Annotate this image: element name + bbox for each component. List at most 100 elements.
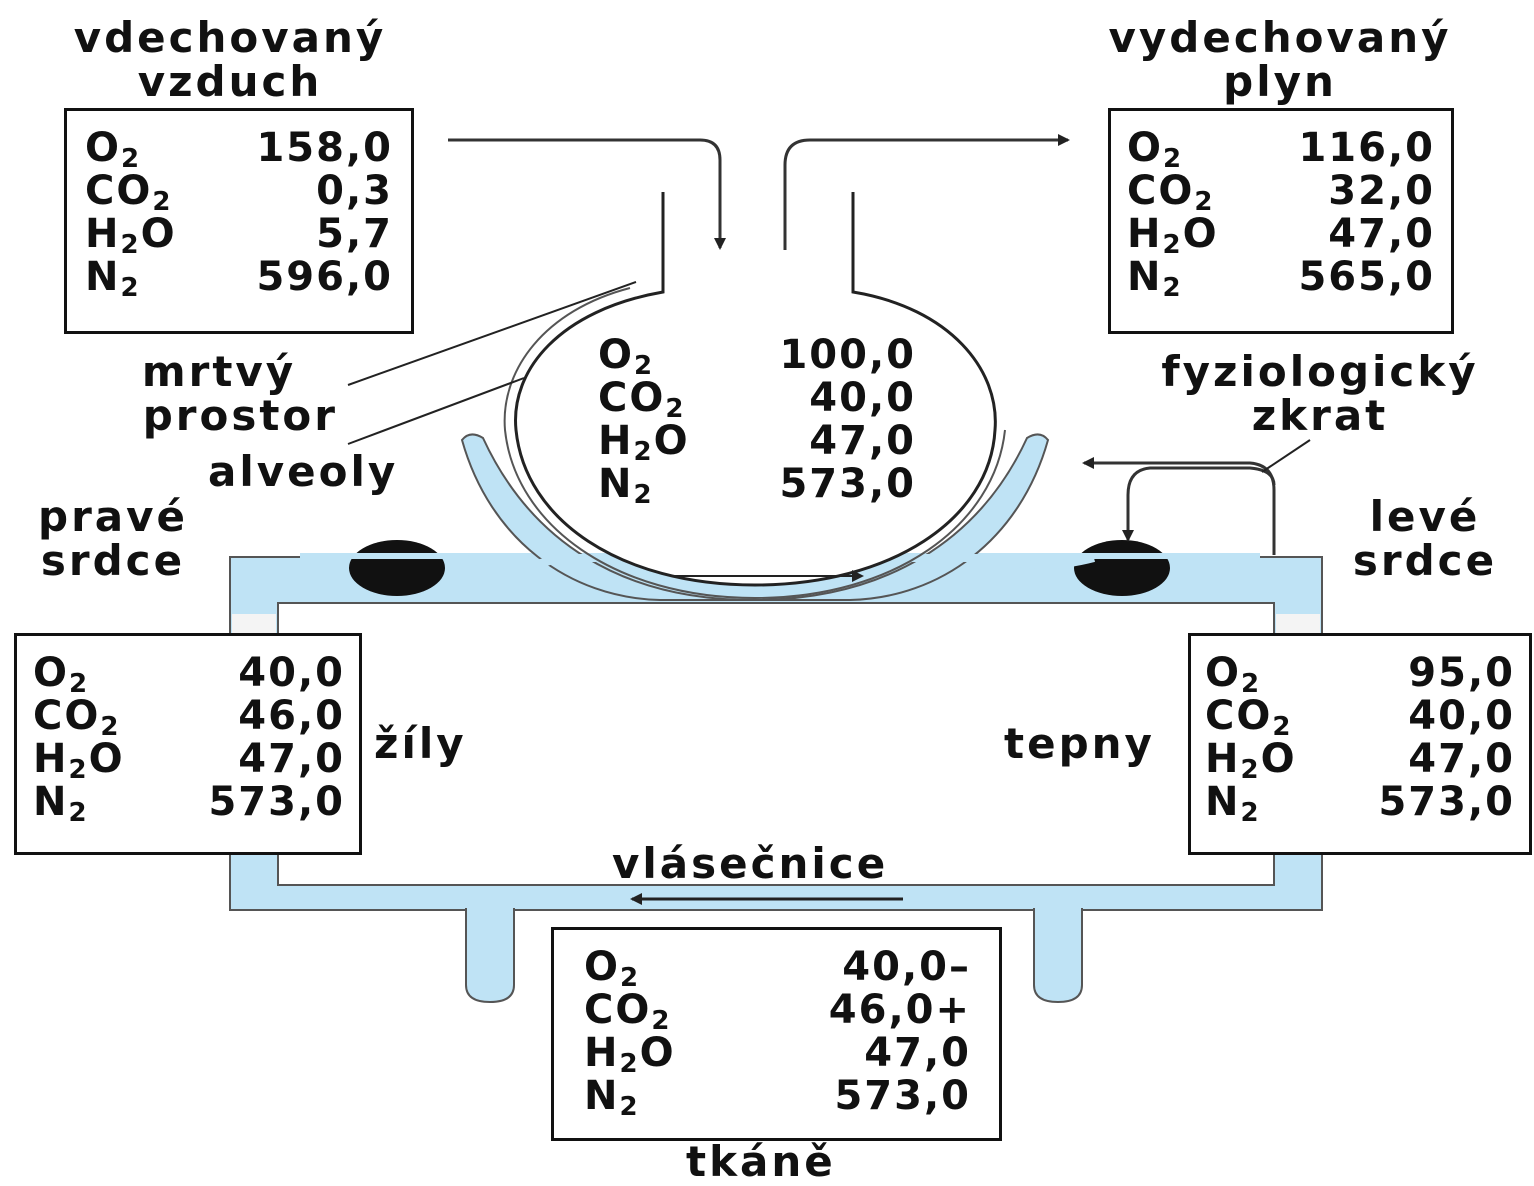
arteries-label: tepny [1004,719,1155,768]
gas-name: CO2 [1205,693,1293,743]
gas-value: 116,0 [1298,125,1435,171]
gas-value: 573,0 [1378,779,1515,825]
shunt-label-line2: zkrat [1251,391,1389,440]
dead-space-label-line1: mrtvý [141,347,297,396]
gas-row: N2 573,0 [598,461,916,511]
gas-value: 47,0 [864,1030,971,1076]
gas-name: H2O [1205,736,1297,786]
left-heart-label-line1: levé [1369,492,1481,541]
gas-value: 47,0 [809,418,916,464]
gas-name: N2 [1205,779,1261,829]
gas-value: 47,0 [1408,736,1515,782]
gas-row: H2O 5,7 [85,211,393,261]
gas-value: 40,0 [1408,693,1515,739]
gas-name: H2O [584,1030,676,1080]
gas-row: O2 158,0 [85,125,393,175]
shunt-branch [1122,466,1276,542]
gas-row: O2 100,0 [598,332,916,382]
gas-name: CO2 [598,375,686,425]
gas-value: 573,0 [779,461,916,507]
gas-row: O2 40,0 [33,650,345,700]
shunt-label-line1: fyziologický [1161,347,1479,396]
gas-row: N2 573,0 [1205,779,1515,829]
left-heart-label: levé srdce [1330,495,1520,583]
alveoli-label: alveoly [208,447,399,496]
gas-value: 40,0 [238,650,345,696]
gas-value: 95,0 [1408,650,1515,696]
inspiration-arrow [448,138,726,250]
capillaries-label: vlásečnice [612,839,889,888]
gas-row: O2 95,0 [1205,650,1515,700]
tissue-branch-right [1033,908,1083,1004]
left-heart-valve [1074,540,1170,596]
tissue-branch-left [465,908,515,1004]
gas-name: H2O [85,211,177,261]
gas-name: N2 [33,779,89,829]
gas-name: O2 [598,332,655,382]
gas-value: 573,0 [834,1073,971,1119]
gas-name: H2O [1127,211,1219,261]
gas-value: 573,0 [208,779,345,825]
right-heart-valve [349,540,445,596]
gas-name: O2 [85,125,142,175]
gas-row: CO2 40,0 [598,375,916,425]
expired-gas-label-line1: vydechovaný [1108,13,1452,62]
shunt-line [1082,457,1276,555]
gas-value: 47,0 [1328,211,1435,257]
expired-gas-label-line2: plyn [1223,57,1337,106]
gas-name: CO2 [1127,168,1215,218]
shunt-label: fyziologický zkrat [1130,350,1510,438]
gas-row: H2O 47,0 [1127,211,1435,261]
inspired-air-label-line2: vzduch [137,57,323,106]
gas-row: N2 573,0 [584,1073,971,1123]
gas-value: 0,3 [316,168,393,214]
dead-space-label-line2: prostor [142,391,338,440]
gas-value: 596,0 [256,254,393,300]
gas-value: 40,0 [809,375,916,421]
gas-name: CO2 [33,693,121,743]
right-heart-label-line1: pravé [38,492,188,541]
gas-name: CO2 [85,168,173,218]
gas-value: 47,0 [238,736,345,782]
gas-row: CO2 0,3 [85,168,393,218]
dead-space-pointer [347,281,637,386]
veins-label: žíly [374,719,467,768]
gas-row: H2O 47,0 [584,1030,971,1080]
shunt-pointer [1261,439,1311,473]
expiration-arrow [783,134,1070,250]
gas-value: 100,0 [779,332,916,378]
gas-name: CO2 [584,987,672,1037]
alveoli-pointer [347,377,525,445]
gas-value: 565,0 [1298,254,1435,300]
gas-row: N2 573,0 [33,779,345,829]
inspired-air-label-line1: vdechovaný [73,13,387,62]
expired-gas-label: vydechovaný plyn [1070,16,1490,104]
pulmonary-capillary [460,433,1050,602]
gas-name: N2 [584,1073,640,1123]
alveolus-inner-outline [503,287,1006,600]
tissues-label: tkáně [686,1137,836,1186]
gas-value: 46,0+ [828,987,971,1033]
gas-row: CO2 46,0+ [584,987,971,1037]
gas-name: N2 [598,461,654,511]
left-heart-label-line2: srdce [1352,536,1498,585]
gas-row: CO2 40,0 [1205,693,1515,743]
gas-value: 158,0 [256,125,393,171]
gas-value: 40,0– [842,944,971,990]
gas-name: O2 [33,650,90,700]
gas-name: O2 [1205,650,1262,700]
gas-value: 5,7 [316,211,393,257]
